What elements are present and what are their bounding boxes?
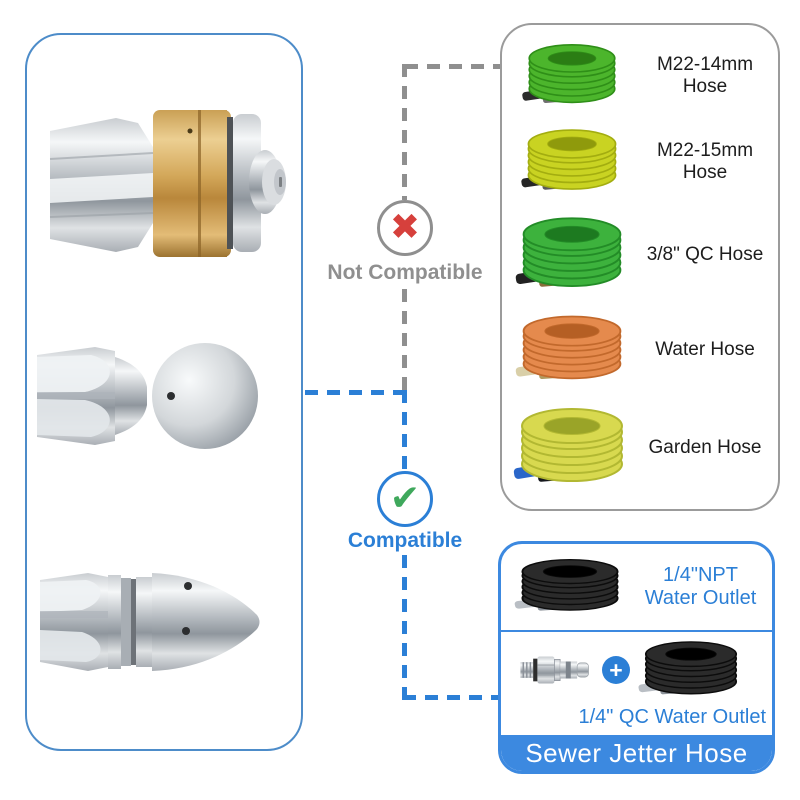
hose-label: Garden Hose [648, 437, 762, 458]
hose-coil-icon [506, 208, 638, 302]
hose-coil-icon [506, 121, 638, 203]
hose-row-garden: Garden Hose [506, 398, 774, 498]
hose-row-qc38: 3/8" QC Hose [506, 208, 774, 302]
qc-adapter-icon [520, 656, 589, 684]
dash-gray-horizontal [405, 64, 501, 69]
sewer-jetter-hose-banner: Sewer Jetter Hose [501, 735, 772, 771]
x-icon: ✖ [389, 207, 421, 248]
dash-gray-vertical-top [402, 64, 407, 200]
panel-divider [501, 630, 772, 632]
qc-outlet-label: 1/4" QC Water Outlet [578, 706, 766, 728]
qc-outlet-section: + 1/4" QC Water Outlet [501, 632, 772, 735]
dash-blue-vertical-bottom [402, 555, 407, 700]
compatible-label: Compatible [347, 529, 463, 552]
cone-nose-nozzle-image [40, 573, 260, 671]
not-compatible-label: Not Compatible [327, 261, 483, 284]
check-icon: ✔ [389, 478, 421, 519]
npt-outlet-label: 1/4"NPT Water Outlet [644, 564, 757, 609]
hose-row-m22-14: M22-14mm Hose [506, 36, 774, 116]
compatible-badge: ✔ [377, 471, 433, 527]
dash-blue-horizontal-bottom [403, 695, 498, 700]
incompatible-hoses-panel: M22-14mm Hose M22-15mm Hose 3/8" QC Hose… [500, 23, 780, 511]
dash-blue-horizontal-mid [305, 390, 403, 395]
dash-gray-vertical-bottom [402, 289, 407, 391]
dash-blue-vertical-top [402, 390, 407, 471]
nozzle-panel [25, 33, 303, 751]
plus-icon: + [602, 656, 630, 684]
hose-row-m22-15: M22-15mm Hose [506, 121, 774, 203]
sewer-jetter-hose-panel: 1/4"NPT Water Outlet + [498, 541, 775, 774]
hose-coil-icon [506, 307, 638, 393]
black-hose-coil-icon [635, 634, 747, 706]
hose-label: Water Hose [655, 339, 755, 360]
ball-nose-nozzle-image [37, 343, 258, 449]
button-nose-rotating-nozzle-image [49, 110, 286, 257]
hose-label: M22-14mm Hose [656, 54, 754, 97]
hose-coil-icon [506, 36, 638, 116]
hose-label: 3/8" QC Hose [646, 244, 764, 265]
hose-coil-icon [506, 398, 638, 498]
npt-outlet-row: 1/4"NPT Water Outlet [501, 544, 772, 630]
hose-row-water: Water Hose [506, 307, 774, 393]
black-hose-coil-icon [511, 552, 629, 622]
not-compatible-badge: ✖ [377, 200, 433, 256]
hose-label: M22-15mm Hose [656, 140, 754, 183]
